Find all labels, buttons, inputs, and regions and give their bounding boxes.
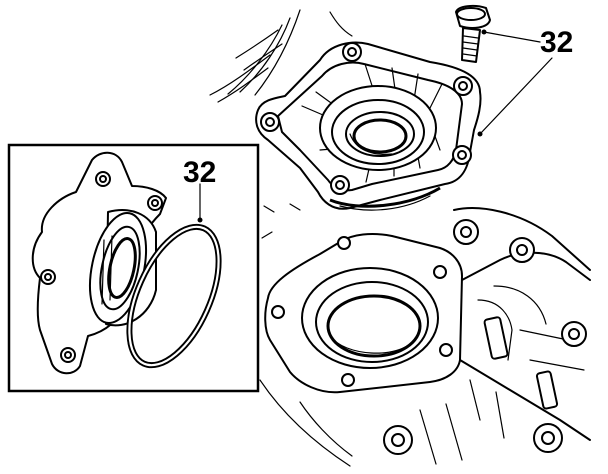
part-number-callout-main: 32	[540, 26, 573, 59]
detail-inset: 32	[7, 143, 260, 393]
inset-flange	[31, 151, 167, 375]
inset-callout-dot	[197, 217, 203, 223]
engine-block-upper-outline	[209, 9, 353, 103]
bearing-cover-bore	[319, 85, 437, 171]
part-number-callout-inset: 32	[183, 156, 216, 189]
inset-o-ring	[126, 223, 222, 369]
flange-bolt	[455, 4, 491, 63]
transmission-housing	[259, 203, 591, 467]
main-callout-leaders	[477, 29, 553, 137]
